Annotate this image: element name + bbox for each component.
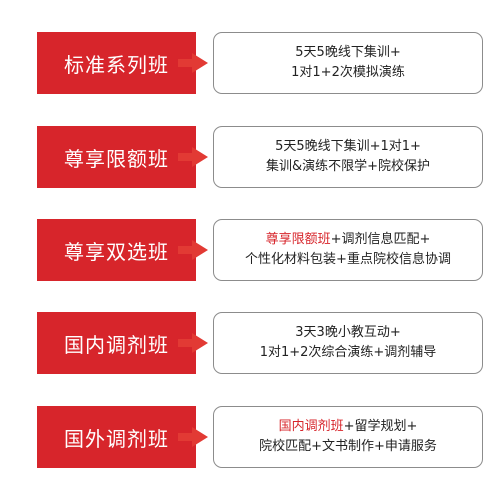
highlighted-course-name: 尊享限额班: [265, 232, 331, 247]
course-row: 尊享双选班 尊享限额班+调剂信息匹配+ 个性化材料包装+重点院校信息协调: [0, 219, 490, 281]
course-description: 国内调剂班+留学规划+ 院校匹配+文书制作+申请服务: [213, 406, 483, 468]
course-row: 国外调剂班 国内调剂班+留学规划+ 院校匹配+文书制作+申请服务: [0, 406, 490, 468]
description-line-2: 1对1+2次综合演练+调剂辅导: [260, 343, 437, 363]
description-text: +留学规划+: [343, 419, 418, 434]
course-row: 国内调剂班 3天3晚小教互动+ 1对1+2次综合演练+调剂辅导: [0, 312, 490, 374]
description-text: 5天5晚线下集训+1对1+: [275, 139, 421, 154]
description-line-1: 5天5晚线下集训+1对1+: [275, 137, 421, 157]
description-text: +调剂信息匹配+: [330, 232, 431, 247]
description-line-1: 国内调剂班+留学规划+: [279, 417, 418, 437]
description-line-2: 院校匹配+文书制作+申请服务: [259, 437, 437, 457]
description-text: 5天5晚线下集训+: [295, 45, 401, 60]
description-line-2: 个性化材料包装+重点院校信息协调: [245, 250, 451, 270]
description-text: 1对1+2次综合演练+调剂辅导: [259, 345, 437, 360]
course-row: 尊享限额班 5天5晚线下集训+1对1+ 集训&演练不限学+院校保护: [0, 126, 490, 188]
description-text: 3天3晚小教互动+: [295, 325, 401, 340]
course-name-badge: 标准系列班: [37, 32, 196, 94]
course-name-badge: 国内调剂班: [37, 312, 196, 374]
description-line-2: 1对1+2次模拟演练: [291, 63, 405, 83]
course-description: 3天3晚小教互动+ 1对1+2次综合演练+调剂辅导: [213, 312, 483, 374]
description-text: 集训&演练不限学+院校保护: [265, 159, 431, 174]
course-description: 5天5晚线下集训+1对1+ 集训&演练不限学+院校保护: [213, 126, 483, 188]
course-name-badge: 尊享双选班: [37, 219, 196, 281]
arrow-right-icon: [178, 333, 208, 353]
description-text: 个性化材料包装+重点院校信息协调: [245, 252, 451, 267]
arrow-right-icon: [178, 427, 208, 447]
course-row: 标准系列班 5天5晚线下集训+ 1对1+2次模拟演练: [0, 32, 490, 94]
arrow-right-icon: [178, 240, 208, 260]
description-line-2: 集训&演练不限学+院校保护: [266, 157, 430, 177]
course-name-badge: 国外调剂班: [37, 406, 196, 468]
description-line-1: 3天3晚小教互动+: [295, 323, 400, 343]
highlighted-course-name: 国内调剂班: [278, 419, 344, 434]
course-description: 5天5晚线下集训+ 1对1+2次模拟演练: [213, 32, 483, 94]
description-text: 院校匹配+文书制作+申请服务: [259, 439, 437, 454]
course-description: 尊享限额班+调剂信息匹配+ 个性化材料包装+重点院校信息协调: [213, 219, 483, 281]
arrow-right-icon: [178, 53, 208, 73]
description-line-1: 5天5晚线下集训+: [295, 43, 400, 63]
course-name-badge: 尊享限额班: [37, 126, 196, 188]
arrow-right-icon: [178, 147, 208, 167]
description-line-1: 尊享限额班+调剂信息匹配+: [266, 230, 431, 250]
description-text: 1对1+2次模拟演练: [291, 65, 405, 80]
